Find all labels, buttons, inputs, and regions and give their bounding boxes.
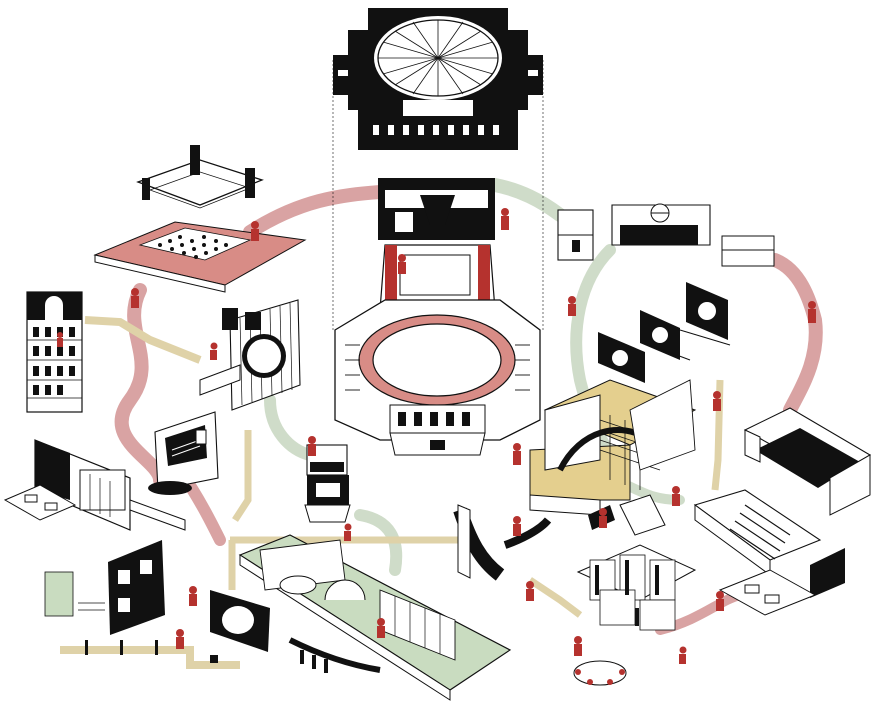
ochre-path-lower-right — [528, 577, 583, 618]
performer-figure-icon — [398, 254, 406, 274]
performer-figure-icon — [716, 591, 724, 611]
performer-figures — [57, 208, 816, 664]
guide-lines — [332, 60, 544, 330]
curved-wall-left-icon — [3, 439, 186, 531]
pavilion-structure-icon — [199, 299, 301, 411]
sage-path-top — [488, 178, 567, 222]
performer-figure-icon — [574, 636, 582, 656]
library-room-icon — [529, 379, 697, 516]
ochre-path-mid — [232, 430, 252, 522]
performer-figure-icon — [210, 342, 218, 360]
performer-figure-icon — [526, 581, 534, 601]
performer-figure-icon — [176, 629, 184, 649]
curved-screen-icon — [453, 504, 552, 581]
performer-figure-icon — [189, 586, 197, 606]
opera-house-axonometric-icon — [334, 178, 541, 456]
performer-figure-icon — [308, 436, 316, 456]
ochre-path-left — [84, 316, 202, 364]
sage-path-lower — [354, 509, 403, 576]
bedroom-icon — [718, 569, 817, 616]
grandstand-icon — [693, 489, 822, 576]
opera-house-plan-icon — [333, 8, 543, 150]
performer-figure-icon — [251, 221, 259, 241]
performer-figure-icon — [344, 523, 352, 541]
performer-figure-icon — [672, 486, 680, 506]
cinema-box-icon — [148, 411, 219, 495]
performer-figure-icon — [808, 301, 816, 323]
small-tower-icon — [304, 444, 351, 523]
performer-figure-icon — [713, 391, 721, 411]
red-path-right — [768, 253, 823, 417]
lecture-hall-icon — [611, 203, 775, 267]
ochre-path-bottom-left — [60, 646, 240, 669]
performer-figure-icon — [513, 443, 521, 465]
performer-figure-icon — [568, 296, 576, 316]
performer-figure-icon — [513, 516, 521, 536]
performer-figure-icon — [57, 332, 63, 347]
performer-figure-icon — [131, 288, 139, 308]
performer-figure-icon — [599, 508, 607, 528]
round-table-icon — [573, 660, 627, 686]
green-gallery-platform-icon — [210, 534, 512, 701]
black-panel-icon — [810, 548, 845, 598]
tower-building-icon — [26, 291, 83, 413]
small-house-icon — [557, 209, 594, 261]
performer-figure-icon — [501, 208, 509, 230]
performer-figure-icon — [679, 646, 687, 664]
gate-wall-icon — [44, 540, 218, 663]
stage-rig-icon — [136, 145, 264, 209]
projection-screens-icon — [598, 282, 731, 383]
performer-figure-icon — [377, 618, 385, 638]
red-path-left — [114, 283, 167, 487]
bookshelf-maze-icon — [576, 544, 697, 631]
seating-platform-icon — [93, 221, 307, 293]
red-path-top — [243, 185, 387, 239]
sage-path-mid — [264, 394, 316, 461]
black-box-room-icon — [743, 407, 872, 516]
